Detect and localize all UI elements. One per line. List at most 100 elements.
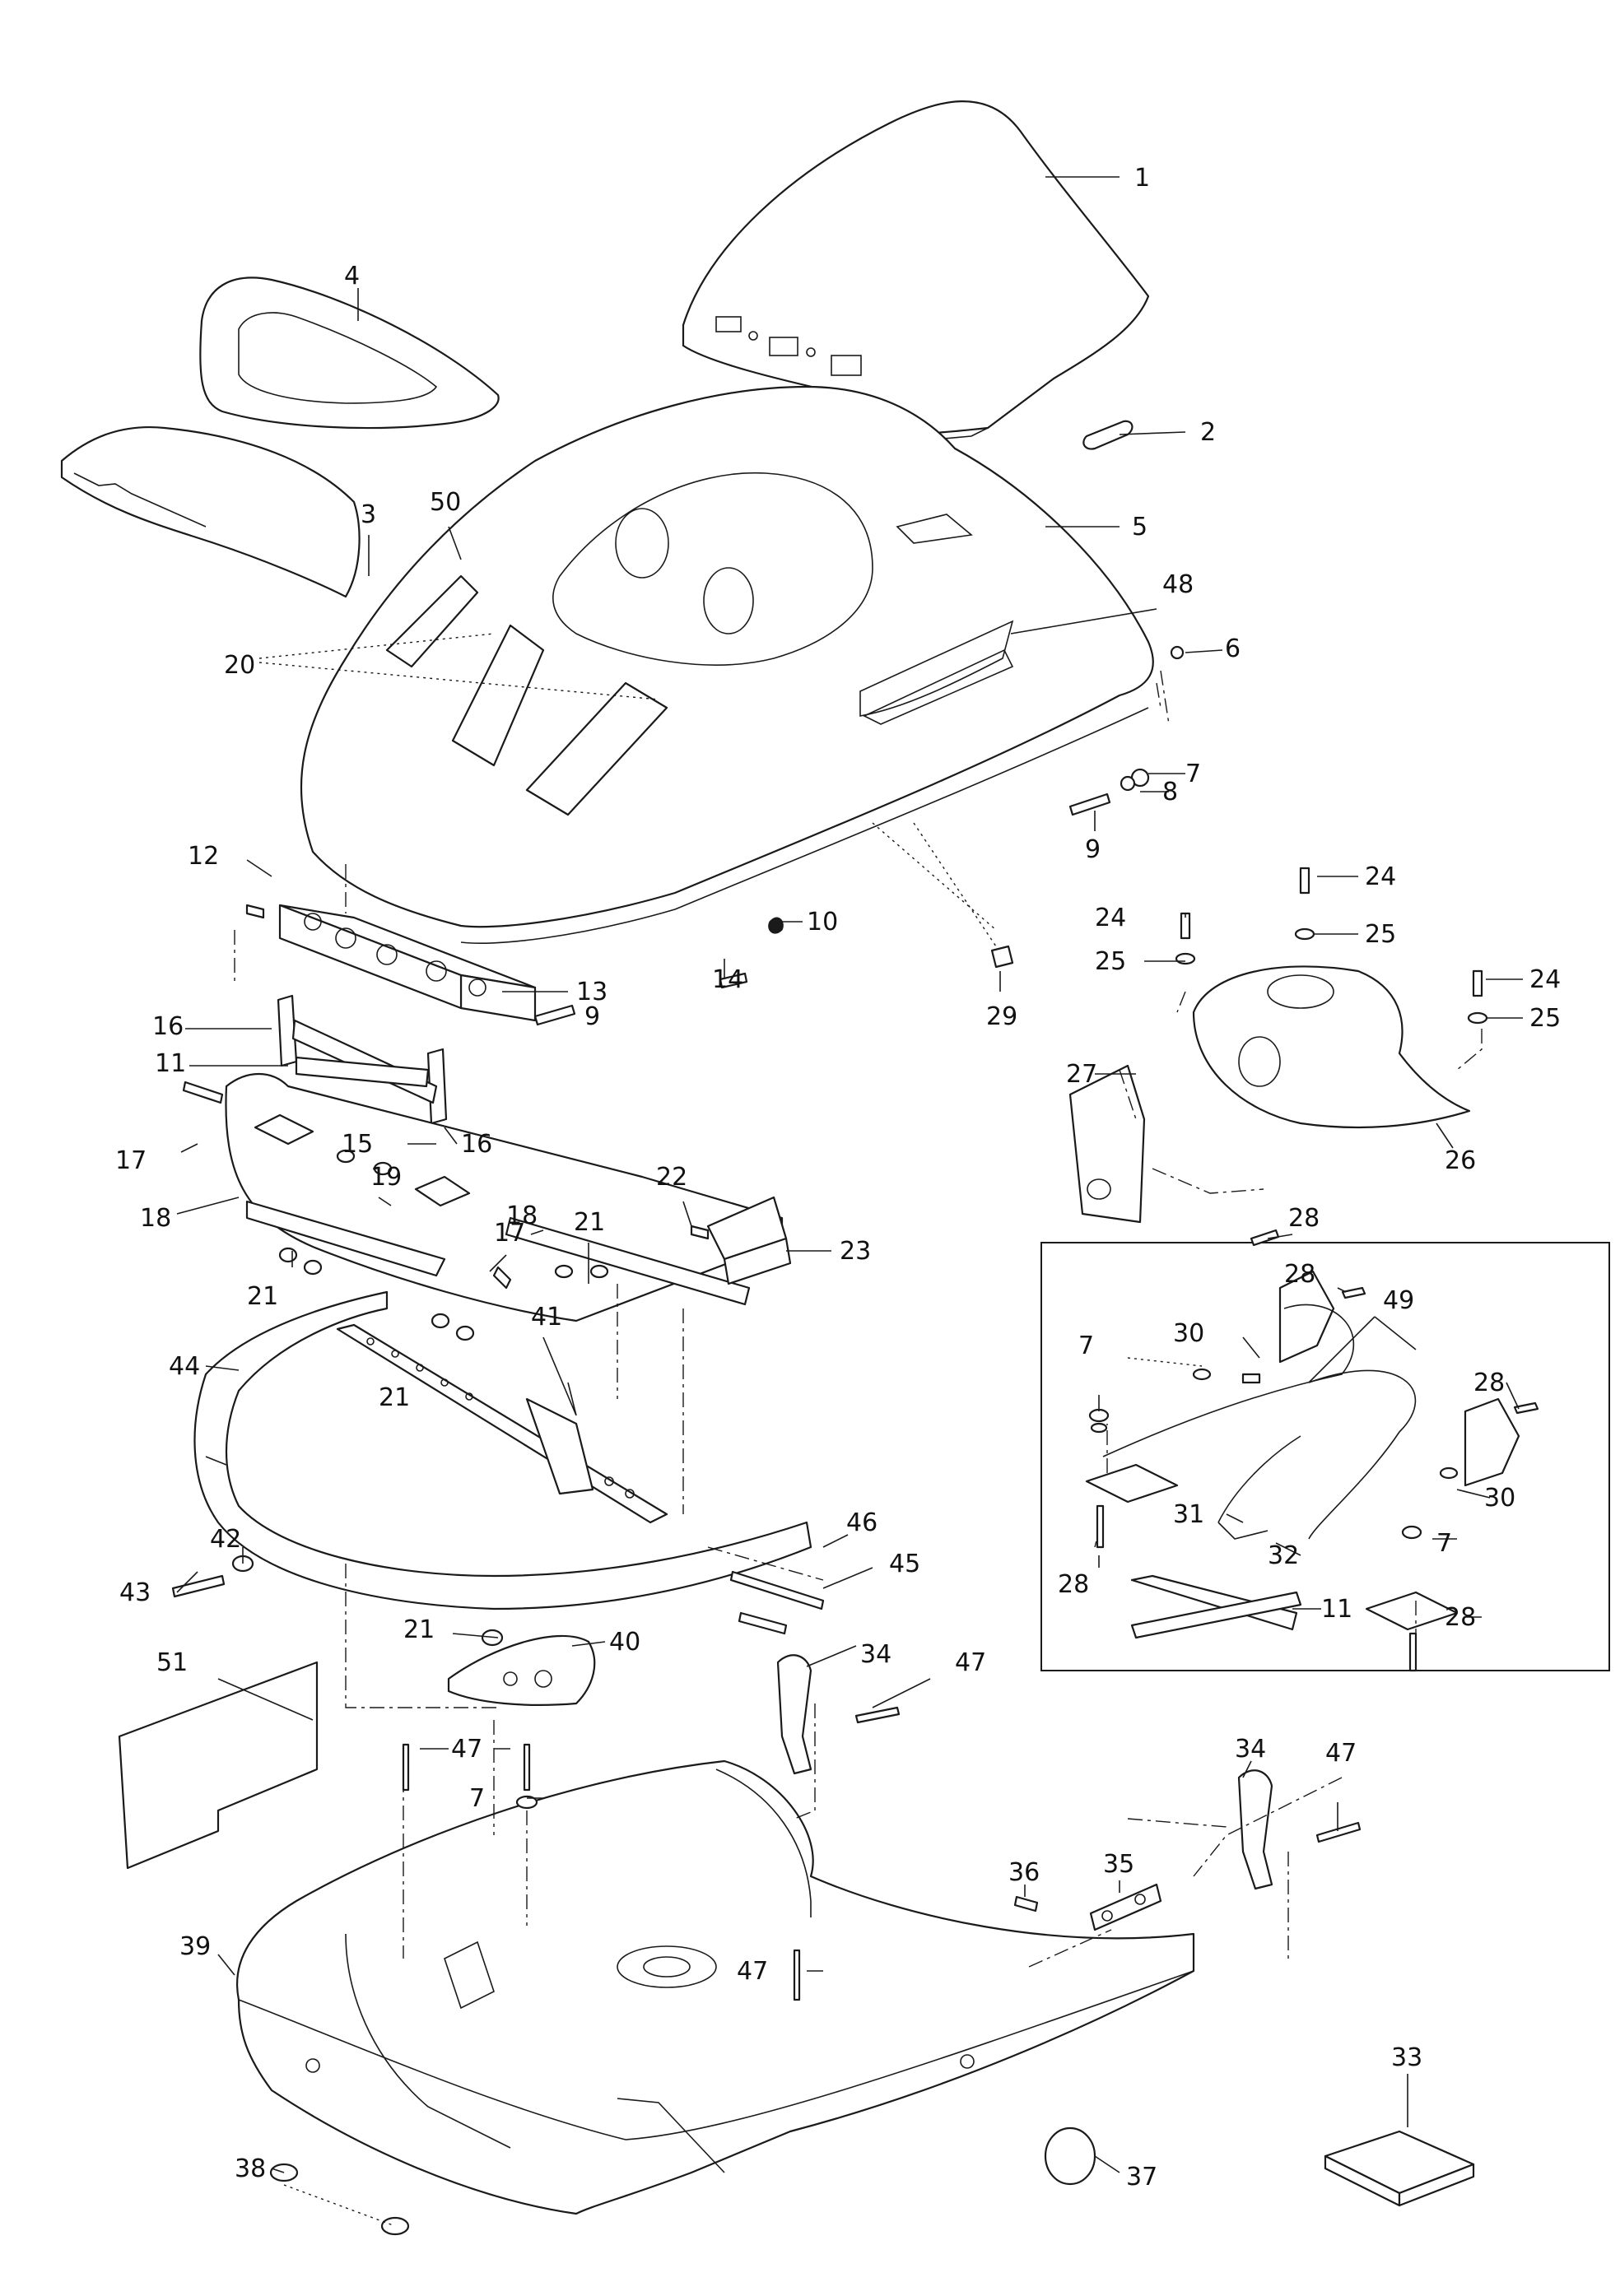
callout-34b: 34	[1235, 1735, 1266, 1764]
callout-27: 27	[1066, 1060, 1097, 1089]
callout-18: 18	[140, 1204, 171, 1233]
callout-7d: 7	[469, 1784, 485, 1813]
callout-33: 33	[1391, 2043, 1422, 2072]
callout-28c: 28	[1473, 1369, 1505, 1397]
callout-16: 16	[152, 1012, 184, 1041]
callout-46: 46	[846, 1508, 878, 1537]
callout-21c: 21	[379, 1383, 410, 1412]
callout-1: 1	[1134, 164, 1150, 193]
callout-15: 15	[342, 1130, 373, 1159]
callout-12: 12	[188, 842, 219, 871]
part-plate	[1089, 1883, 1162, 1931]
assembly-lines	[234, 633, 1483, 2227]
callout-21: 21	[247, 1282, 278, 1311]
part-front-bumper	[193, 1290, 812, 1610]
part-bottom-pan	[236, 1759, 1195, 2215]
callout-25: 25	[1365, 920, 1396, 949]
callouts: 1 2 3 4 5 6 7 8 9 10 11 12 13 14 15 16 1…	[115, 164, 1561, 2191]
callout-20: 20	[224, 651, 255, 680]
callout-7c: 7	[1436, 1529, 1452, 1558]
callout-32: 32	[1268, 1541, 1299, 1570]
callout-10: 10	[807, 908, 838, 937]
part-side-bracket	[706, 1196, 792, 1285]
callout-50: 50	[430, 488, 461, 517]
leader-lines	[176, 176, 1523, 2173]
callout-16b: 16	[461, 1130, 492, 1159]
callout-6: 6	[1225, 634, 1241, 663]
callout-30: 30	[1173, 1319, 1204, 1348]
callout-21d: 21	[403, 1615, 435, 1644]
part-vent-mesh	[859, 620, 1014, 717]
part-hood	[300, 385, 1154, 944]
callout-24: 24	[1365, 862, 1396, 891]
callout-40: 40	[609, 1628, 640, 1657]
part-grommets	[269, 2163, 410, 2236]
part-hood-support	[225, 1072, 784, 1341]
callout-26: 26	[1445, 1146, 1476, 1175]
callout-45: 45	[889, 1550, 920, 1578]
callout-48: 48	[1162, 570, 1194, 599]
callout-25b: 25	[1095, 947, 1126, 976]
callout-28d: 28	[1058, 1570, 1089, 1599]
inset-detail-frame	[1040, 1242, 1610, 1671]
part-plug	[1044, 2126, 1096, 2186]
callout-11b: 11	[1321, 1595, 1352, 1624]
callout-47b: 47	[451, 1735, 482, 1764]
callout-7b: 7	[1078, 1332, 1094, 1360]
callout-5: 5	[1132, 513, 1148, 541]
callout-2: 2	[1200, 418, 1216, 447]
callout-18b: 18	[506, 1201, 538, 1230]
part-reinforcement	[336, 1323, 668, 1524]
callout-14: 14	[712, 965, 743, 994]
callout-17: 17	[115, 1146, 147, 1175]
callout-47: 47	[955, 1648, 986, 1677]
callout-21b: 21	[574, 1208, 605, 1237]
callout-11: 11	[155, 1049, 186, 1078]
callout-30b: 30	[1484, 1484, 1515, 1513]
callout-43: 43	[119, 1578, 151, 1607]
callout-47d: 47	[1325, 1739, 1357, 1768]
callout-41: 41	[531, 1303, 562, 1332]
callout-37: 37	[1126, 2163, 1157, 2191]
callout-42: 42	[210, 1525, 241, 1554]
callout-3: 3	[361, 500, 376, 529]
part-upper-panel	[199, 277, 500, 430]
part-hinge-arm	[277, 994, 448, 1125]
callout-34: 34	[860, 1640, 891, 1669]
callout-36: 36	[1008, 1858, 1040, 1887]
part-front-bracket	[278, 904, 537, 1022]
callout-38: 38	[235, 2154, 266, 2183]
callout-28e: 28	[1445, 1603, 1476, 1632]
callout-7: 7	[1185, 760, 1201, 788]
callout-24b: 24	[1095, 904, 1126, 932]
callout-39: 39	[179, 1932, 211, 1961]
callout-4: 4	[344, 262, 360, 290]
callout-47c: 47	[737, 1957, 768, 1986]
callout-9: 9	[1085, 835, 1101, 864]
part-lower-panel	[60, 426, 361, 598]
part-airbox	[1068, 965, 1471, 1224]
callout-17b: 17	[494, 1219, 525, 1248]
part-lower-bracket	[447, 1634, 596, 1706]
callout-23: 23	[840, 1237, 871, 1266]
part-insulation-sheet	[118, 1661, 319, 1870]
callout-49: 49	[1383, 1286, 1414, 1315]
part-clip	[1082, 420, 1134, 450]
callout-28: 28	[1288, 1204, 1320, 1233]
callout-22: 22	[656, 1163, 687, 1192]
callout-9b: 9	[584, 1002, 600, 1031]
callout-44: 44	[169, 1352, 200, 1381]
callout-25c: 25	[1529, 1004, 1561, 1033]
callout-51: 51	[156, 1648, 188, 1677]
callout-8: 8	[1162, 778, 1178, 806]
part-side-bracket-left	[776, 1654, 812, 1775]
callout-24c: 24	[1529, 965, 1561, 994]
callout-31: 31	[1173, 1500, 1204, 1529]
callout-29: 29	[986, 1002, 1017, 1031]
callout-13: 13	[576, 978, 608, 1006]
callout-28b: 28	[1284, 1260, 1315, 1289]
callout-19: 19	[370, 1163, 402, 1192]
part-side-bracket-right	[1237, 1769, 1273, 1890]
